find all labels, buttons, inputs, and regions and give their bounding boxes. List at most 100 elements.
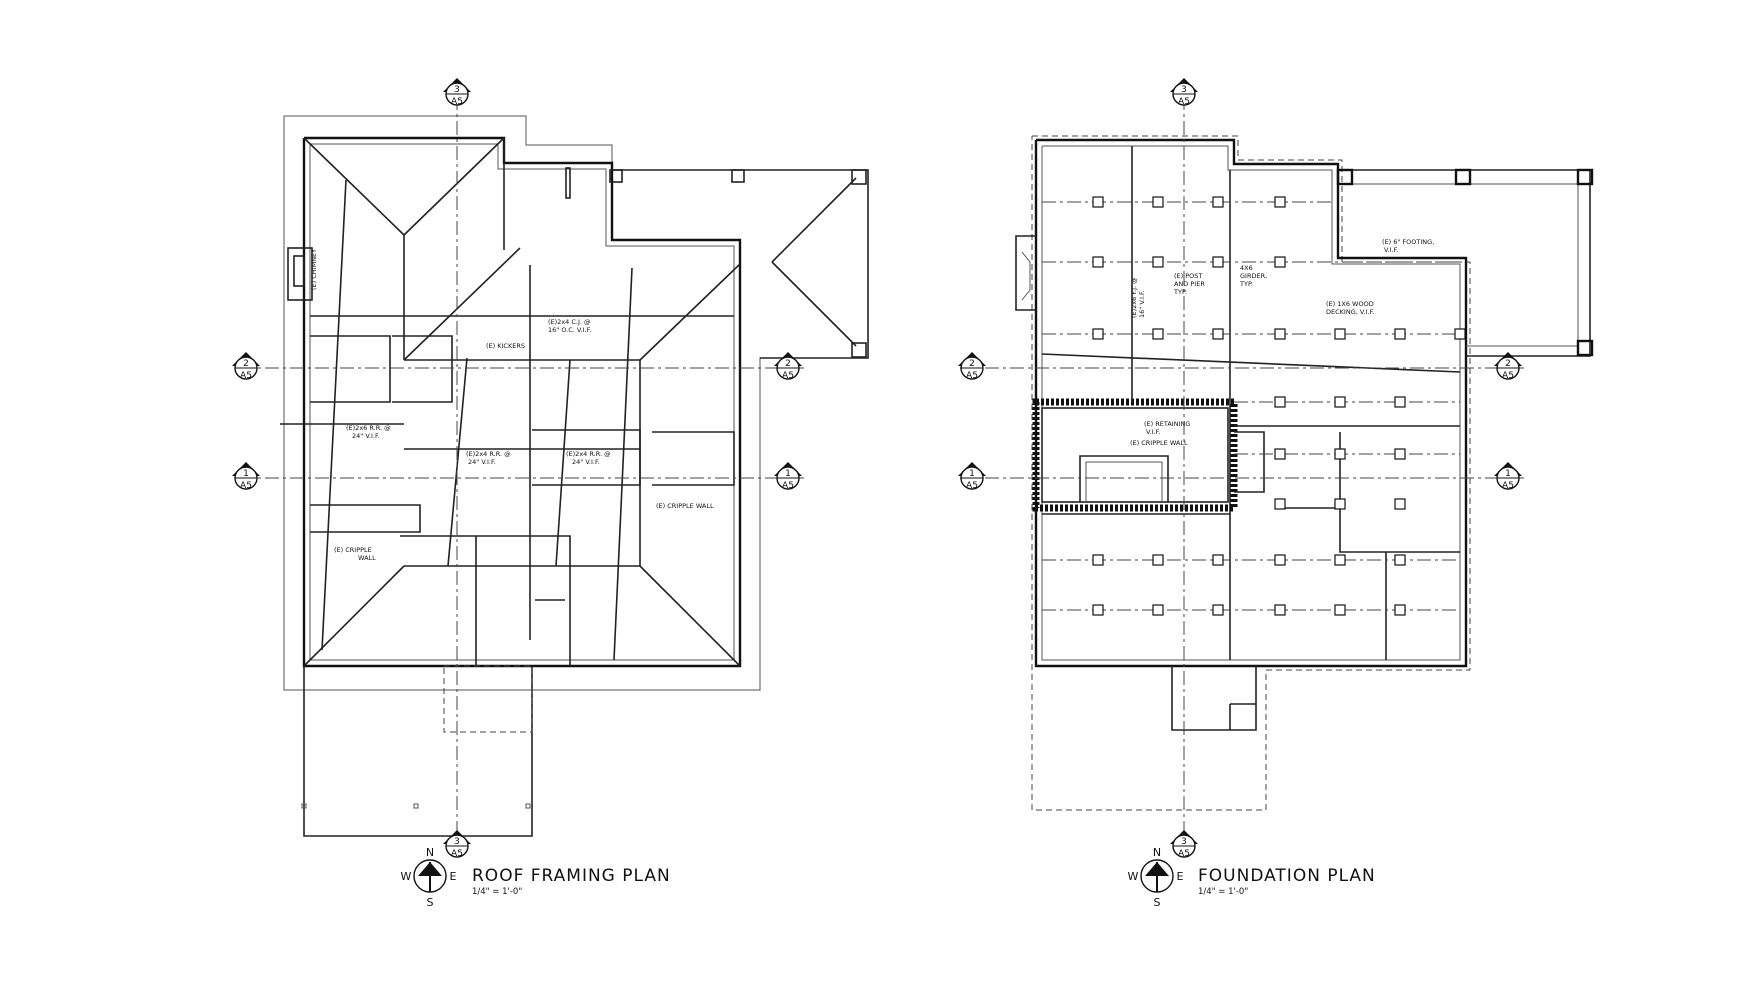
svg-text:2: 2 [243, 359, 249, 369]
north-arrow-icon: N S E W [1128, 846, 1184, 909]
pier [1334, 328, 1346, 340]
note-cripple-wall-2b: WALL [358, 554, 376, 562]
svg-text:W: W [401, 870, 412, 883]
pier [1334, 498, 1346, 510]
svg-text:A5: A5 [451, 97, 463, 107]
pier [1212, 554, 1224, 566]
pier [1152, 554, 1164, 566]
pier [1454, 328, 1466, 340]
section-marker-left-1[interactable]: 1 A5 [232, 462, 260, 491]
svg-text:N: N [426, 846, 434, 859]
roof-notes: (E) CHIMNEY (E)2x4 C.J. @ 16" O.C. V.I.F… [310, 249, 714, 562]
note-retaining-2: V.I.F. [1146, 428, 1160, 436]
note-rr-2x4-b-1: (E)2x4 R.R. @ [566, 450, 611, 458]
pier [1334, 448, 1346, 460]
svg-text:3: 3 [454, 85, 460, 95]
section-marker-bottom[interactable]: 3 A5 [443, 830, 471, 859]
note-decking-1: (E) 1X6 WOOD [1326, 300, 1374, 308]
pier [1092, 256, 1104, 268]
svg-text:E: E [1177, 870, 1184, 883]
note-rr-2x6-2: 24" V.I.F. [352, 432, 380, 440]
svg-text:N: N [1153, 846, 1161, 859]
pier [1334, 554, 1346, 566]
section-marker-right-1[interactable]: 1 A5 [1494, 462, 1522, 491]
note-floor-joists-2: 16" V.I.F. [1138, 290, 1146, 318]
roof-title-block: N S E W ROOF FRAMING PLAN 1/4" = 1'-0" [401, 846, 670, 909]
note-ceiling-joists-2: 16" O.C. V.I.F. [548, 326, 591, 334]
pier [1394, 396, 1406, 408]
section-marker-left-1[interactable]: 1 A5 [958, 462, 986, 491]
pier [1152, 604, 1164, 616]
section-marker-bottom[interactable]: 3 A5 [1170, 830, 1198, 859]
roof-framing-plan [240, 96, 869, 840]
note-cripple-wall-2a: (E) CRIPPLE [334, 546, 372, 554]
note-rr-2x6-1: (E)2x6 R.R. @ [346, 424, 391, 432]
note-girder-1: 4X6 [1240, 264, 1253, 272]
foundation-plan-title: FOUNDATION PLAN [1198, 866, 1376, 886]
foundation-plan [960, 96, 1594, 840]
north-arrow-icon: N S E W [401, 846, 457, 909]
svg-text:3: 3 [454, 837, 460, 847]
svg-text:1: 1 [1505, 469, 1511, 479]
pier [1274, 196, 1286, 208]
roof-section-markers: 3 A5 3 A5 2 A5 2 A5 1 A5 [232, 78, 802, 859]
section-marker-top[interactable]: 3 A5 [1170, 78, 1198, 107]
pier [1274, 396, 1286, 408]
pier [1212, 328, 1224, 340]
pier [1274, 604, 1286, 616]
pier [1394, 604, 1406, 616]
svg-text:A5: A5 [782, 371, 794, 381]
foundation-section-markers: 3 A5 3 A5 2 A5 2 A5 1 A5 [958, 78, 1522, 859]
note-footing-1: (E) 6" FOOTING, [1382, 238, 1434, 246]
svg-text:1: 1 [785, 469, 791, 479]
section-marker-right-2[interactable]: 2 A5 [1494, 352, 1522, 381]
foundation-notes: (E) 6" FOOTING, V.I.F. (E) POST AND PIER… [1130, 238, 1434, 447]
svg-text:A5: A5 [240, 481, 252, 491]
pier [1274, 498, 1286, 510]
roof-plan-scale: 1/4" = 1'-0" [472, 887, 522, 897]
pier [1092, 554, 1104, 566]
pier [1394, 328, 1406, 340]
note-post-pier-3: TYP. [1173, 288, 1187, 296]
svg-text:S: S [427, 896, 434, 909]
svg-text:A5: A5 [1178, 849, 1190, 859]
pier [1212, 256, 1224, 268]
pier [1152, 328, 1164, 340]
pier [1092, 604, 1104, 616]
section-marker-right-2[interactable]: 2 A5 [774, 352, 802, 381]
pier [1334, 604, 1346, 616]
pier [1212, 604, 1224, 616]
svg-text:A5: A5 [782, 481, 794, 491]
pier [1152, 256, 1164, 268]
pier [1212, 196, 1224, 208]
note-floor-joists-1: (E)2x6 F.J. @ [1130, 277, 1138, 318]
section-marker-right-1[interactable]: 1 A5 [774, 462, 802, 491]
note-post-pier-2: AND PIER [1174, 280, 1205, 288]
svg-text:3: 3 [1181, 837, 1187, 847]
svg-text:A5: A5 [966, 481, 978, 491]
note-retaining-1: (E) RETAINING [1144, 420, 1190, 428]
pier [1394, 554, 1406, 566]
svg-text:W: W [1128, 870, 1139, 883]
svg-text:1: 1 [969, 469, 975, 479]
pier [1274, 328, 1286, 340]
note-kickers: (E) KICKERS [486, 342, 525, 350]
svg-text:2: 2 [1505, 359, 1511, 369]
section-marker-top[interactable]: 3 A5 [443, 78, 471, 107]
note-rr-2x4-a-2: 24" V.I.F. [468, 458, 496, 466]
svg-text:A5: A5 [966, 371, 978, 381]
note-rr-2x4-b-2: 24" V.I.F. [572, 458, 600, 466]
pier [1092, 328, 1104, 340]
svg-text:A5: A5 [1502, 481, 1514, 491]
section-marker-left-2[interactable]: 2 A5 [958, 352, 986, 381]
pier [1092, 196, 1104, 208]
note-girder-3: TYP. [1239, 280, 1253, 288]
pier [1152, 196, 1164, 208]
svg-text:A5: A5 [451, 849, 463, 859]
note-decking-2: DECKING, V.I.F. [1326, 308, 1374, 316]
section-marker-left-2[interactable]: 2 A5 [232, 352, 260, 381]
foundation-title-block: N S E W FOUNDATION PLAN 1/4" = 1'-0" [1128, 846, 1376, 909]
pier [1274, 256, 1286, 268]
svg-text:E: E [450, 870, 457, 883]
